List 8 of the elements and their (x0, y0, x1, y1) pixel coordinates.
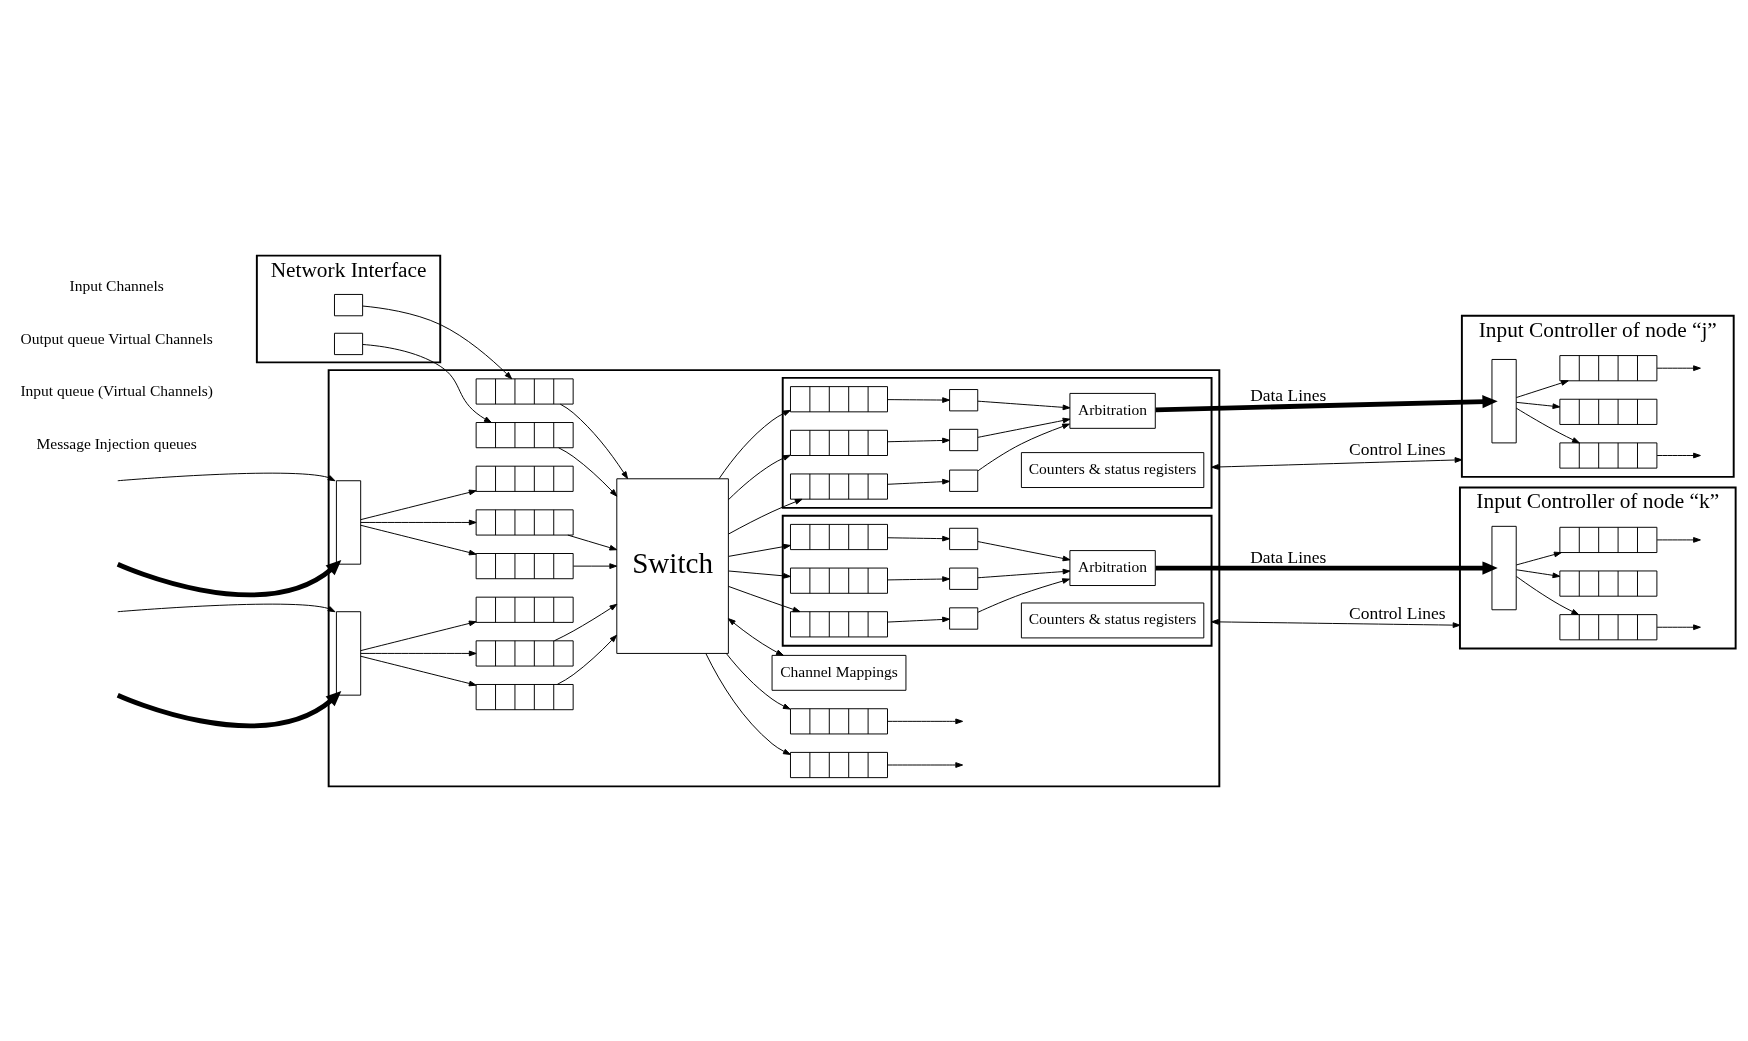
edge-label: Data Lines (1250, 546, 1327, 567)
label: Input Channels (69, 276, 164, 294)
label: Input queue (Virtual Channels) (20, 381, 213, 399)
label: Message Injection queues (36, 434, 197, 452)
label: Output queue Virtual Channels (20, 329, 213, 347)
edge-label: Data Lines (1250, 384, 1327, 405)
edge-label: Control Lines (1349, 438, 1446, 459)
edge-label: Control Lines (1349, 602, 1446, 623)
